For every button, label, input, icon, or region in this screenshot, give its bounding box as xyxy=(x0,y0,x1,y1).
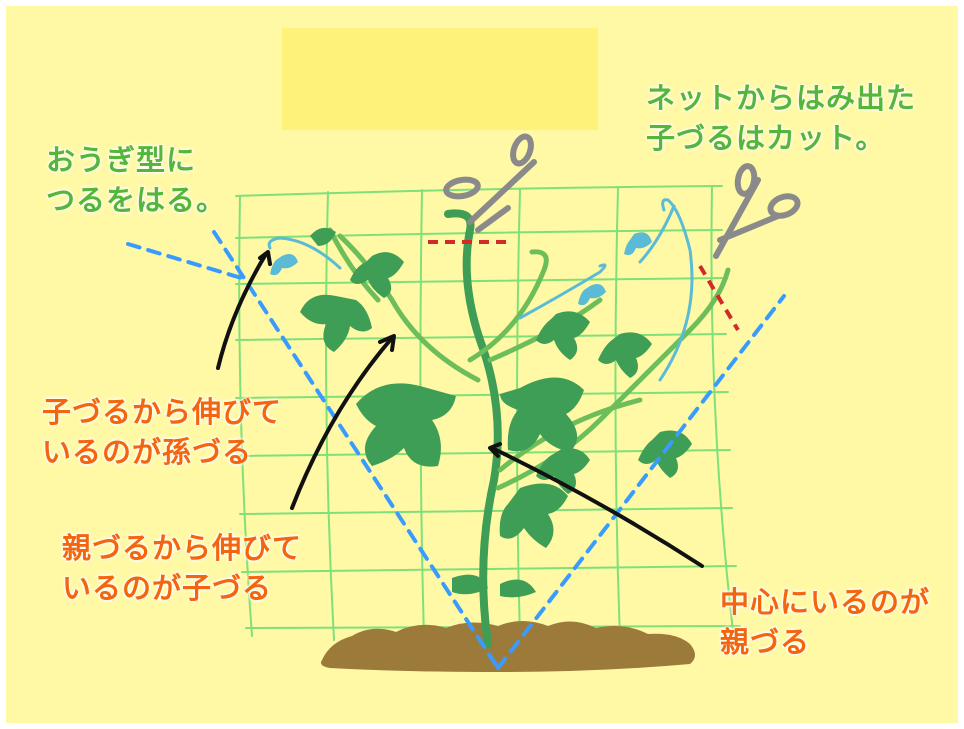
parent-vine-label: 中心にいるのが 親づる xyxy=(720,585,931,659)
pointer-arrows xyxy=(216,250,704,568)
small-blue-leaves xyxy=(270,232,652,306)
leaves xyxy=(300,227,692,598)
child-vine-label: 親づるから伸びて いるのが子づる xyxy=(62,531,303,605)
soil-mound xyxy=(321,621,695,672)
scissors-icon xyxy=(443,133,537,233)
trellis-net xyxy=(235,185,741,641)
grandchild-tendrils xyxy=(267,198,694,382)
cut-instruction-label: ネットからはみ出た 子づるはカット。 xyxy=(646,81,917,155)
fan-shape-label: おうぎ型に つるをはる。 xyxy=(46,143,227,217)
title-placeholder-box xyxy=(282,28,598,130)
grandchild-vine-label: 子づるから伸びて いるのが孫づる xyxy=(42,395,283,469)
cut-lines xyxy=(428,240,740,332)
parent-vine xyxy=(444,209,502,648)
scissors-icon xyxy=(713,163,801,259)
fan-guide-lines xyxy=(126,230,786,670)
